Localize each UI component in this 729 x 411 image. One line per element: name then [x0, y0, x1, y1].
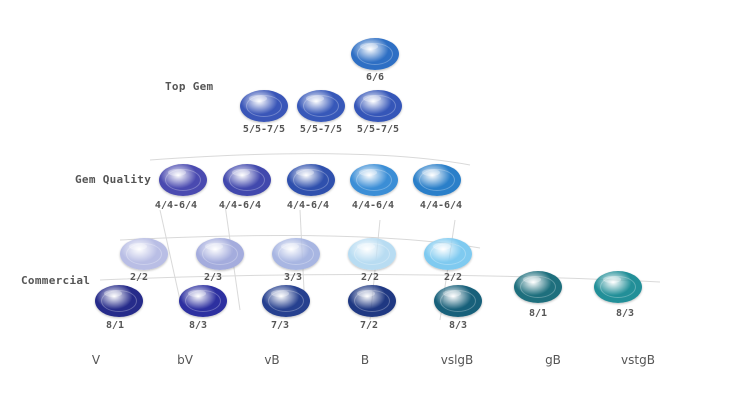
gem-commercial-light-5 — [424, 238, 472, 270]
row-label-commercial: Commercial — [21, 274, 91, 287]
gem-commercial-dark-7 — [594, 271, 642, 303]
gem-commercial-light-2 — [196, 238, 244, 270]
hue-label: V — [91, 353, 101, 367]
hue-label: vB — [264, 353, 280, 367]
grade-label: 8/3 — [448, 320, 468, 331]
hue-label: B — [360, 353, 370, 367]
grade-label: 4/4-6/4 — [419, 200, 463, 211]
grade-label: 4/4-6/4 — [218, 200, 262, 211]
grade-label: 5/5-7/5 — [299, 124, 343, 135]
grade-label: 8/3 — [188, 320, 208, 331]
grade-label: 8/1 — [528, 308, 548, 319]
gem-quality-2 — [223, 164, 271, 196]
gem-commercial-dark-1 — [95, 285, 143, 317]
gem-quality-5 — [413, 164, 461, 196]
grade-label: 5/5-7/5 — [242, 124, 286, 135]
gem-commercial-dark-5 — [434, 285, 482, 317]
grade-label: 4/4-6/4 — [154, 200, 198, 211]
gem-commercial-dark-4 — [348, 285, 396, 317]
grade-label: 4/4-6/4 — [286, 200, 330, 211]
gem-quality-3 — [287, 164, 335, 196]
hue-label: bV — [177, 353, 193, 367]
gem-commercial-light-3 — [272, 238, 320, 270]
hue-label: vslgB — [440, 353, 474, 367]
hue-label: vstgB — [621, 353, 655, 367]
gem-quality-1 — [159, 164, 207, 196]
gem-top-2 — [297, 90, 345, 122]
grade-label: 4/4-6/4 — [351, 200, 395, 211]
grade-label: 7/3 — [270, 320, 290, 331]
row-label-gem-quality: Gem Quality — [75, 173, 152, 186]
grade-label: 7/2 — [359, 320, 379, 331]
grade-label: 8/1 — [105, 320, 125, 331]
grade-label: 2/2 — [129, 272, 149, 283]
gem-commercial-dark-6 — [514, 271, 562, 303]
gem-commercial-light-4 — [348, 238, 396, 270]
gem-6-6 — [351, 38, 399, 70]
grade-label: 2/3 — [203, 272, 223, 283]
gem-top-1 — [240, 90, 288, 122]
grade-label: 2/2 — [360, 272, 380, 283]
grade-label: 5/5-7/5 — [356, 124, 400, 135]
hue-label: gB — [545, 353, 561, 367]
gem-top-3 — [354, 90, 402, 122]
grade-label: 6/6 — [365, 72, 385, 83]
grade-label: 3/3 — [283, 272, 303, 283]
gem-commercial-light-1 — [120, 238, 168, 270]
gem-commercial-dark-3 — [262, 285, 310, 317]
grade-label: 2/2 — [443, 272, 463, 283]
row-label-top-gem: Top Gem — [165, 80, 214, 93]
grade-label: 8/3 — [615, 308, 635, 319]
gem-commercial-dark-2 — [179, 285, 227, 317]
gem-quality-4 — [350, 164, 398, 196]
